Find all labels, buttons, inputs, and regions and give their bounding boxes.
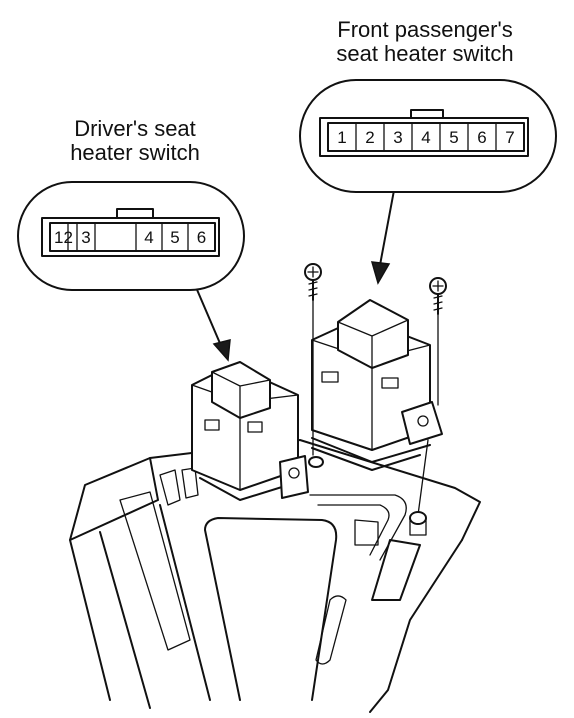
front-caption-line-1: Front passenger's [337, 17, 513, 42]
console-opening [204, 517, 338, 701]
front-pin-label: 4 [421, 128, 430, 147]
driver-switch-tab [279, 455, 309, 499]
console-right-rail [371, 539, 421, 601]
driver-caption-line-2: heater switch [70, 140, 200, 165]
front-switch-tab [401, 401, 443, 445]
front-caption-line-2: seat heater switch [336, 41, 514, 66]
console-left-channel [119, 491, 191, 651]
screw-right [417, 277, 447, 516]
front-pin-label: 1 [337, 128, 346, 147]
console-left-clips [159, 467, 199, 506]
driver-callout-pointer [194, 284, 223, 349]
screw-left [304, 263, 322, 456]
driver-switch-caption: Driver's seat heater switch [40, 117, 230, 165]
driver-pin-label: 6 [197, 228, 206, 247]
center-console [69, 439, 481, 713]
driver-pin-label: 3 [81, 228, 90, 247]
mounting-bosses [308, 456, 427, 536]
console-inner-step [309, 494, 407, 561]
driver-switch-body [191, 361, 309, 501]
front-pin-label: 6 [477, 128, 486, 147]
driver-callout-arrowhead [212, 339, 231, 362]
console-right-edge [369, 539, 463, 713]
driver-pin-label: 4 [144, 228, 153, 247]
front-pin-label: 3 [393, 128, 402, 147]
front-pin-label: 7 [505, 128, 514, 147]
front-pin-label: 5 [449, 128, 458, 147]
front-switch-body [311, 299, 443, 471]
driver-caption-line-1: Driver's seat [74, 116, 196, 141]
front-pin-label: 2 [365, 128, 374, 147]
driver-pin-label: 12 [54, 228, 73, 247]
front-callout-pointer [379, 184, 396, 266]
console-left-rail [69, 504, 211, 709]
front-switch-caption: Front passenger's seat heater switch [300, 18, 550, 66]
console-right-slot [315, 595, 347, 665]
console-left-wall [69, 457, 159, 541]
console-bracket [354, 519, 379, 546]
driver-pin-label: 5 [170, 228, 179, 247]
front-callout-arrowhead [370, 261, 391, 285]
